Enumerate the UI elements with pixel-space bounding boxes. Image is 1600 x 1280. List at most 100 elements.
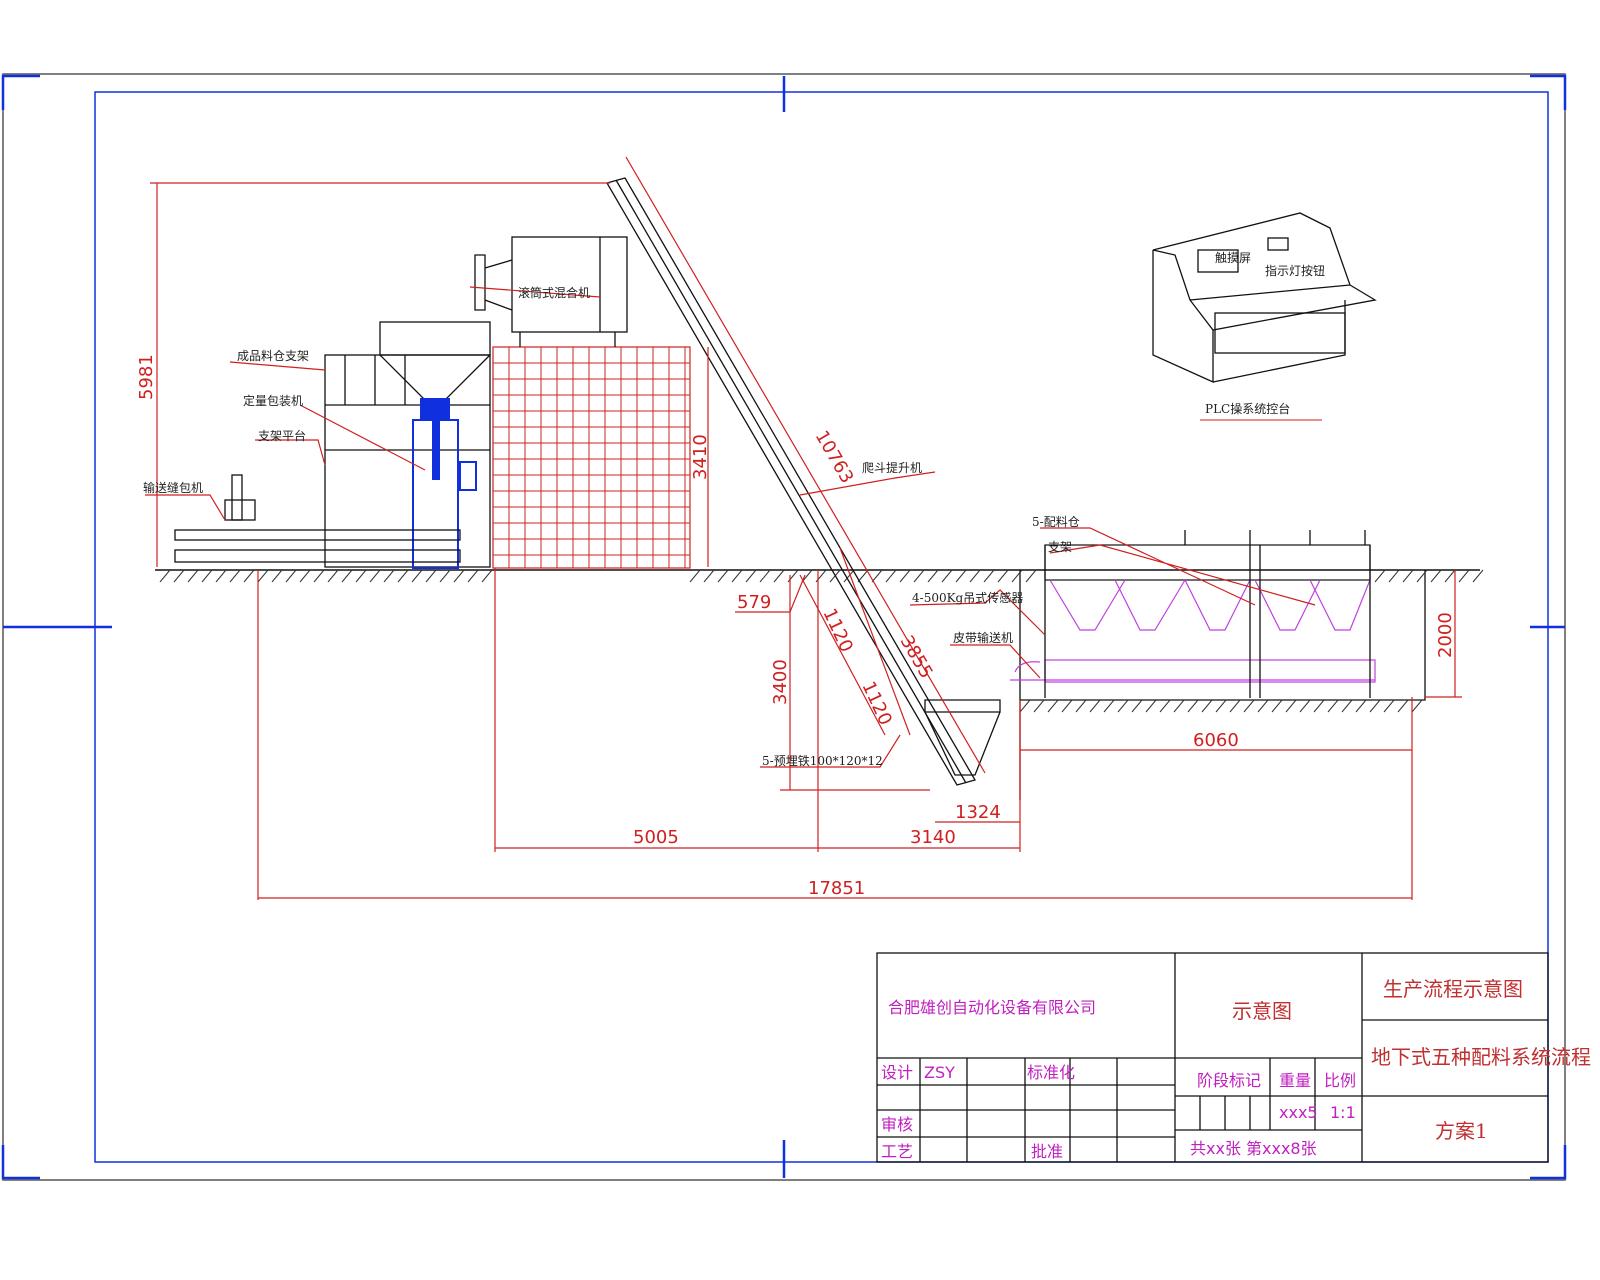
ground-hatch (285, 569, 297, 583)
dim-2000: 2000 (1435, 612, 1456, 658)
ground-hatch (1075, 699, 1087, 713)
drawing-title: 生产流程示意图 (1383, 977, 1523, 1001)
label-drum-mixer: 滚筒式混合机 (518, 285, 590, 300)
ground-hatch (955, 569, 967, 583)
dimension-lines (145, 156, 1462, 900)
ground-hatch (871, 569, 883, 583)
ground-hatch (1458, 569, 1470, 583)
ground-hatch (257, 569, 269, 583)
packing-machine (412, 398, 477, 569)
label-conveyor-sewing: 输送缝包机 (143, 480, 203, 495)
ground-hatch (1089, 699, 1101, 713)
conveyor-sewing-machine (174, 474, 461, 563)
ground-hatch (1416, 569, 1428, 583)
ground-hatch (1033, 699, 1045, 713)
review-label: 审核 (881, 1115, 913, 1134)
ground-hatch (1061, 699, 1073, 713)
console-screen-label: 触摸屏 (1215, 251, 1251, 265)
ground-hatch (299, 569, 311, 583)
ground-hatch (913, 569, 925, 583)
ground-hatch (983, 569, 995, 583)
ground-hatch (1313, 699, 1325, 713)
scale-label: 比例 (1324, 1071, 1356, 1090)
weight-label: 重量 (1279, 1071, 1311, 1090)
ground-hatch (173, 569, 185, 583)
ground-hatch (1131, 699, 1143, 713)
ground-hatch (439, 569, 451, 583)
designer: ZSY (924, 1063, 955, 1082)
ground-hatch (717, 569, 729, 583)
label-packing-machine: 定量包装机 (243, 393, 303, 408)
ground-hatch (187, 569, 199, 583)
stage-label: 阶段标记 (1197, 1071, 1261, 1090)
label-finished-bin-frame: 成品料仓支架 (237, 349, 309, 363)
ground-hatch (1025, 569, 1037, 583)
sheet-count: 共xx张 第xxx8张 (1190, 1139, 1317, 1158)
dim-1120-a: 1120 (818, 605, 856, 655)
dim-3400: 3400 (770, 659, 791, 705)
dim-17851: 17851 (808, 878, 865, 899)
ground-hatch (467, 569, 479, 583)
ground-hatch (1019, 699, 1031, 713)
label-plc-console: PLC操系统控台 (1205, 401, 1290, 416)
dim-5981: 5981 (136, 354, 157, 400)
ground-hatch (201, 569, 213, 583)
dim-5005: 5005 (633, 827, 679, 848)
ground-hatch (481, 569, 493, 583)
ground-hatch (1257, 699, 1269, 713)
finished-bin-frame (324, 321, 491, 568)
frame-corner-marks (1, 74, 1567, 1180)
ground-hatch (703, 569, 715, 583)
ground-hatch (1411, 699, 1423, 713)
inner-frame (94, 91, 1549, 1163)
ground-hatch (1388, 569, 1400, 583)
ground-hatch (1229, 699, 1241, 713)
dim-1120-b: 1120 (857, 678, 895, 728)
ground-hatch (159, 569, 171, 583)
ground-hatch (1187, 699, 1199, 713)
ground-hatch (1472, 569, 1484, 583)
design-label: 设计 (881, 1063, 913, 1082)
console-panel-label: 指示灯按钮 (1265, 263, 1325, 278)
ground-hatch (425, 569, 437, 583)
ground-hatch (1374, 569, 1386, 583)
ground-hatch (1271, 699, 1283, 713)
ground-hatch (899, 569, 911, 583)
ground-hatch (759, 569, 771, 583)
drawing-type: 示意图 (1232, 999, 1292, 1023)
ground-hatch (1159, 699, 1171, 713)
label-load-cells: 4-500Kg吊式传感器 (912, 590, 1023, 605)
process-label: 工艺 (881, 1142, 913, 1161)
ground-hatch (1011, 569, 1023, 583)
ground-hatch (383, 569, 395, 583)
ground-hatch (1215, 699, 1227, 713)
plc-console (1152, 212, 1377, 384)
ground-hatch (1201, 699, 1213, 713)
ground-hatch (369, 569, 381, 583)
ground-hatch (731, 569, 743, 583)
ground-hatch (453, 569, 465, 583)
scale-value: 1:1 (1330, 1103, 1356, 1122)
ground-hatch (1369, 699, 1381, 713)
ground-hatch (1383, 699, 1395, 713)
company-name: 合肥雄创自动化设备有限公司 (888, 998, 1096, 1017)
ground-hatch (773, 569, 785, 583)
label-belt-conveyor: 皮带输送机 (953, 630, 1013, 645)
ground-hatch (1285, 699, 1297, 713)
label-embedded-iron: 5-预埋铁100*120*12 (762, 754, 883, 768)
dim-3140: 3140 (910, 827, 956, 848)
ground-hatch (843, 569, 855, 583)
ground-hatch (327, 569, 339, 583)
ground-hatch (1355, 699, 1367, 713)
ground-hatch (1145, 699, 1157, 713)
ground-hatch (1103, 699, 1115, 713)
ground-hatch (1299, 699, 1311, 713)
dim-10763: 10763 (811, 427, 858, 487)
label-support: 支架 (1048, 540, 1072, 554)
approve-label: 批准 (1031, 1142, 1063, 1161)
dim-579: 579 (737, 592, 771, 613)
ground-hatch (689, 569, 701, 583)
ground-hatch (313, 569, 325, 583)
label-batching-bins: 5-配料仓 (1032, 515, 1080, 529)
ground-hatch (1117, 699, 1129, 713)
